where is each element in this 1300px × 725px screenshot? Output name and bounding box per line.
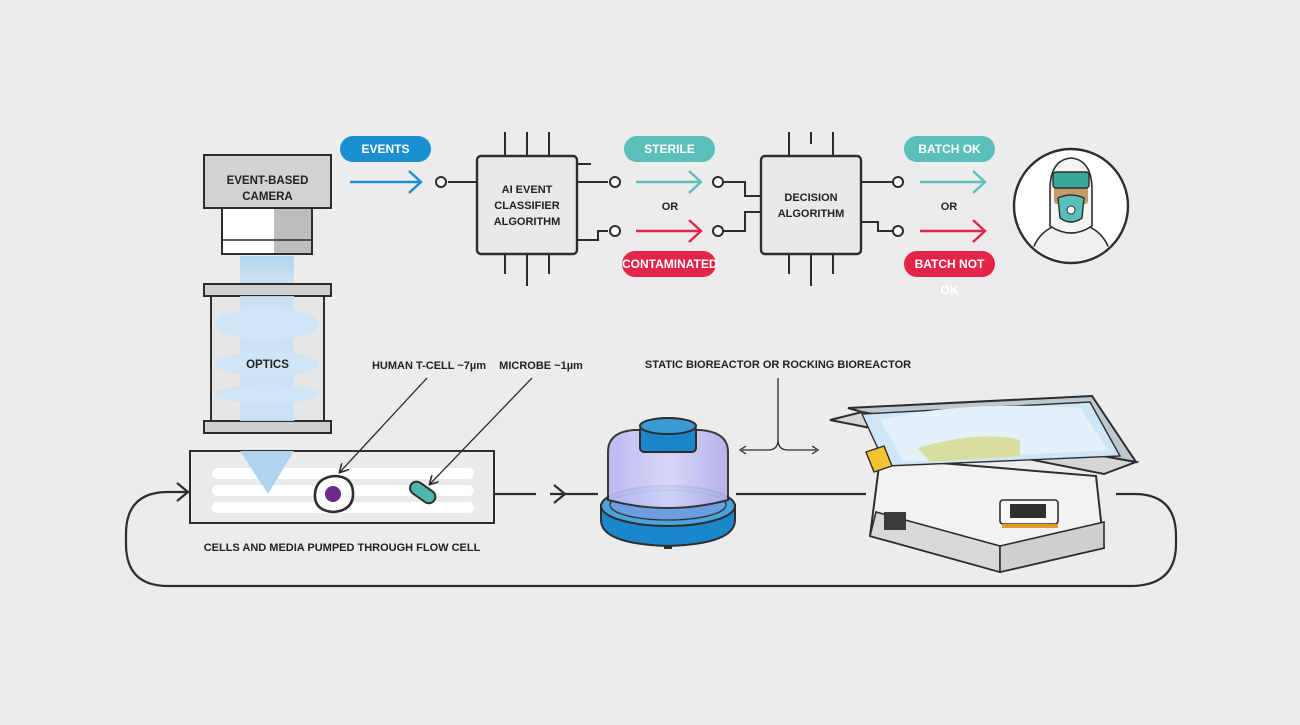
lens-icon	[203, 283, 332, 434]
lab-technician-icon	[1012, 147, 1130, 265]
flow-cell-caption: CELLS AND MEDIA PUMPED THROUGH FLOW CELL	[203, 542, 481, 554]
camera-label: EVENT-BASED CAMERA	[226, 175, 309, 203]
batch-not-ok-arrowhead	[972, 219, 987, 243]
flow-loop-path	[124, 490, 1178, 588]
classifier-label: AI EVENT CLASSIFIER ALGORITHM	[493, 184, 561, 228]
batch-ok-arrowhead	[972, 170, 987, 194]
t-cell-icon	[313, 474, 355, 514]
camera-icon	[203, 154, 332, 255]
classifier-chip-icon	[435, 132, 621, 286]
optics-label: OPTICS	[246, 359, 289, 371]
static-bioreactor-icon	[600, 417, 736, 549]
light-beam	[240, 256, 294, 286]
or-label-classifier: OR	[661, 201, 679, 213]
sterile-arrowhead	[688, 170, 703, 194]
rocking-bioreactor-icon	[829, 394, 1140, 574]
or-label-decision: OR	[940, 201, 958, 213]
decision-chip-icon	[712, 132, 904, 286]
events-arrowhead	[408, 170, 423, 194]
decision-label: DECISION ALGORITHM	[777, 192, 845, 220]
events-pill: EVENTS	[340, 136, 431, 162]
contaminated-pill: CONTAMINATED	[622, 251, 718, 277]
loop-inlet-arrow	[176, 482, 190, 502]
bioreactor-bracket	[738, 378, 820, 455]
bioreactor-label: STATIC BIOREACTOR OR ROCKING BIOREACTOR	[644, 359, 912, 371]
sterile-pill: STERILE	[624, 136, 715, 162]
batch-ok-pill: BATCH OK	[904, 136, 995, 162]
batch-not-ok-pill: BATCH NOT OK	[904, 251, 995, 297]
t-cell-pointer	[340, 377, 428, 472]
microbe-pointer	[430, 377, 533, 484]
microbe-label: MICROBE ~1µm	[499, 360, 583, 372]
flow-to-reactor-arrowhead	[553, 484, 567, 504]
microbe-icon	[409, 480, 437, 505]
t-cell-label: HUMAN T-CELL ~7µm	[371, 360, 486, 372]
contaminated-arrowhead	[688, 219, 703, 243]
